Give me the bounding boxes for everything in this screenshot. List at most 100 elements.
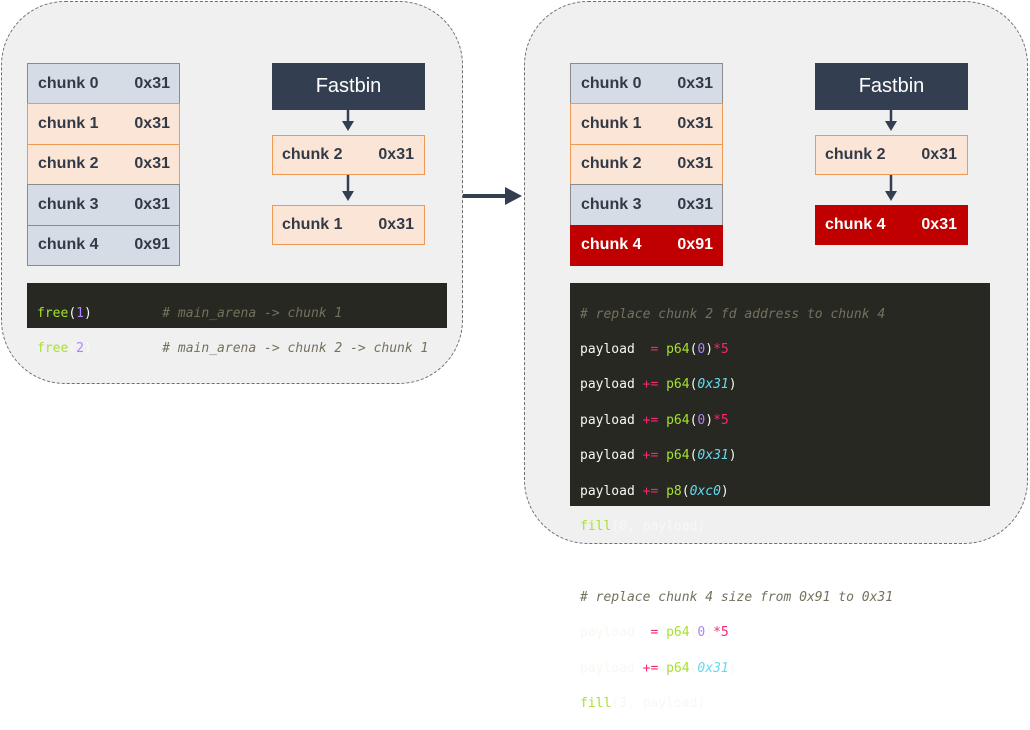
code-number: 0 [619, 519, 627, 535]
code-hex: 0xc0 [689, 483, 721, 499]
chunk-row: chunk 2 0x31 [27, 143, 180, 186]
code-function: free [37, 341, 69, 357]
chunk-row: chunk 1 0x31 [27, 103, 180, 145]
fastbin-title: Fastbin [272, 63, 425, 110]
chunk-size: 0x31 [677, 74, 713, 92]
chunk-size: 0x31 [134, 195, 170, 213]
chunk-row: chunk 4 0x91 [27, 224, 180, 266]
code-op: *5 [713, 625, 729, 641]
code-var: payload [580, 660, 635, 676]
code-line: payload += p64(0x31) [580, 448, 737, 464]
code-hex: 0x31 [697, 448, 729, 464]
fastbin-node: chunk 2 0x31 [815, 135, 968, 175]
chunk-name: chunk 1 [38, 115, 99, 133]
code-function: p64 [666, 377, 690, 393]
code-number: 0 [697, 342, 706, 358]
code-line: fill(3, payload) [580, 696, 706, 711]
arrow-down-icon [342, 175, 354, 201]
code-op: += [634, 660, 667, 676]
chunk-name: chunk 2 [38, 155, 99, 173]
chunk-row: chunk 0 0x31 [570, 63, 723, 105]
code-function: fill [580, 696, 612, 711]
fastbin-node-size: 0x31 [921, 216, 957, 233]
chunk-name: chunk 1 [581, 115, 642, 133]
code-var: payload [580, 483, 635, 499]
chunk-row: chunk 3 0x31 [27, 184, 180, 226]
code-function: p64 [666, 342, 690, 358]
code-function: fill [580, 519, 612, 535]
code-line: payload = p64(0)*5 [580, 625, 729, 641]
fastbin-node-name: chunk 4 [825, 216, 886, 233]
chunk-size: 0x31 [134, 74, 170, 92]
code-line: payload = p64(0)*5 [580, 342, 729, 358]
fastbin-title: Fastbin [815, 63, 968, 110]
arrow-down-icon [885, 175, 897, 201]
chunk-row: chunk 0 0x31 [27, 63, 180, 105]
code-line: payload += p64(0)*5 [580, 412, 729, 428]
code-line: free(2) # main_arena -> chunk 2 -> chunk… [37, 341, 429, 357]
heap-chunk-table-after: chunk 0 0x31 chunk 1 0x31 chunk 2 0x31 c… [570, 63, 723, 266]
code-line: fill(0, payload) [580, 519, 706, 535]
chunk-size: 0x91 [677, 236, 713, 254]
code-hex: 0x31 [697, 377, 729, 393]
code-function: p64 [666, 660, 690, 676]
chunk-name: chunk 3 [581, 195, 642, 213]
code-number: 0 [697, 412, 706, 428]
code-number: 3 [619, 696, 627, 711]
fastbin-node: chunk 1 0x31 [272, 205, 425, 245]
chunk-size: 0x31 [134, 115, 170, 133]
fastbin-node-name: chunk 2 [282, 146, 343, 163]
code-function: p8 [666, 483, 682, 499]
code-comment: # main_arena -> chunk 2 -> chunk 1 [162, 341, 429, 357]
code-op: = [642, 342, 667, 358]
code-var: payload [580, 625, 635, 641]
code-var: payload [580, 448, 635, 464]
code-comment: # replace chunk 4 size from 0x91 to 0x31 [580, 589, 894, 605]
chunk-size: 0x31 [677, 195, 713, 213]
code-function: p64 [666, 412, 690, 428]
code-var: payload [642, 696, 698, 711]
code-op: += [634, 483, 667, 499]
code-block-free: free(1) # main_arena -> chunk 1 free(2) … [27, 283, 447, 356]
arrow-right-icon [463, 187, 522, 205]
chunk-row-highlighted: chunk 4 0x91 [570, 224, 723, 266]
fastbin-node-size: 0x31 [378, 216, 414, 233]
arrow-down-icon [342, 110, 354, 131]
chunk-name: chunk 0 [38, 74, 99, 92]
chunk-name: chunk 2 [581, 155, 642, 173]
code-function: p64 [666, 448, 690, 464]
code-op: += [634, 412, 667, 428]
code-var: payload [580, 342, 635, 358]
chunk-name: chunk 4 [581, 236, 642, 254]
code-op: += [634, 377, 667, 393]
code-blank-line [580, 553, 981, 571]
code-hex: 0x31 [697, 660, 729, 676]
chunk-row: chunk 1 0x31 [570, 103, 723, 145]
fastbin-node-name: chunk 2 [825, 146, 886, 163]
chunk-size: 0x31 [677, 155, 713, 173]
code-number: 1 [76, 305, 84, 321]
fastbin-node-name: chunk 1 [282, 216, 343, 233]
code-var: payload [580, 412, 635, 428]
chunk-size: 0x91 [134, 236, 170, 254]
chunk-size: 0x31 [134, 155, 170, 173]
heap-chunk-table-before: chunk 0 0x31 chunk 1 0x31 chunk 2 0x31 c… [27, 63, 180, 266]
arrows-layer [342, 110, 897, 205]
chunk-name: chunk 4 [38, 236, 99, 254]
code-line: payload += p8(0xc0) [580, 483, 729, 499]
code-number: 0 [697, 625, 706, 641]
code-block-payload: # replace chunk 2 fd address to chunk 4 … [570, 283, 990, 711]
code-op: += [634, 448, 667, 464]
fastbin-node-highlighted: chunk 4 0x31 [815, 205, 968, 245]
fastbin-node-size: 0x31 [921, 146, 957, 163]
arrow-down-icon [885, 110, 897, 131]
code-var: payload [642, 519, 698, 535]
chunk-name: chunk 0 [581, 74, 642, 92]
code-comment: # replace chunk 2 fd address to chunk 4 [580, 306, 886, 322]
chunk-name: chunk 3 [38, 195, 99, 213]
code-op: *5 [713, 342, 729, 358]
fastbin-node: chunk 2 0x31 [272, 135, 425, 175]
code-line: free(1) # main_arena -> chunk 1 [37, 305, 343, 321]
code-function: p64 [666, 625, 690, 641]
code-line: payload += p64(0x31) [580, 660, 737, 676]
